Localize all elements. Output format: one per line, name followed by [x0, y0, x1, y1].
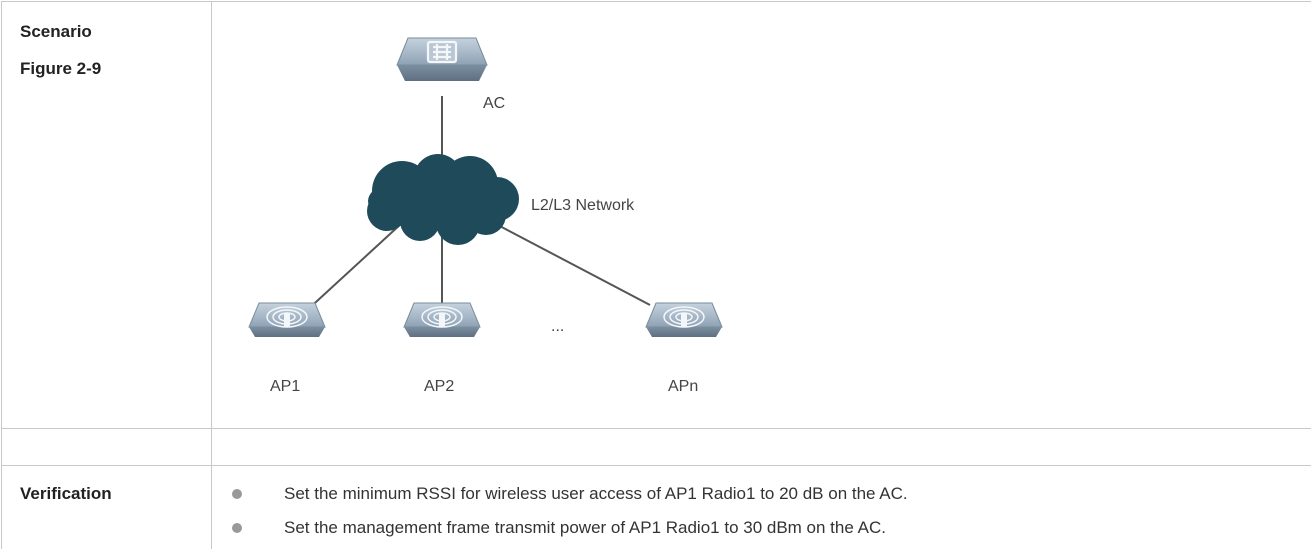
- verification-item-text: Set the minimum RSSI for wireless user a…: [284, 484, 908, 503]
- network-label: L2/L3 Network: [531, 197, 635, 214]
- access-point-icon: [248, 302, 326, 337]
- link-network-apn: [493, 222, 651, 306]
- figure-label: Figure 2-9: [20, 59, 102, 78]
- verification-label: Verification: [20, 484, 112, 503]
- network-diagram: [248, 37, 723, 337]
- ac-label: AC: [483, 95, 506, 112]
- verification-item-text: Set the management frame transmit power …: [284, 518, 886, 537]
- table-border-top: [1, 1, 1311, 2]
- table-row-divider: [1, 428, 1311, 429]
- table-row-divider: [1, 465, 1311, 466]
- bullet-icon: [232, 523, 242, 533]
- bullet-icon: [232, 489, 242, 499]
- table-border-left: [1, 1, 2, 549]
- ac-switch-icon: [396, 37, 488, 81]
- apn-label: APn: [668, 378, 699, 395]
- ap2-label: AP2: [424, 378, 455, 395]
- access-point-icon: [403, 302, 481, 337]
- link-network-ap1: [303, 222, 403, 314]
- access-point-icon: [645, 302, 723, 337]
- ap1-label: AP1: [270, 378, 301, 395]
- scenario-label: Scenario: [20, 22, 92, 41]
- cloud-network-icon: [367, 154, 519, 245]
- ellipsis-label: ...: [551, 318, 565, 335]
- table-column-divider: [211, 1, 212, 549]
